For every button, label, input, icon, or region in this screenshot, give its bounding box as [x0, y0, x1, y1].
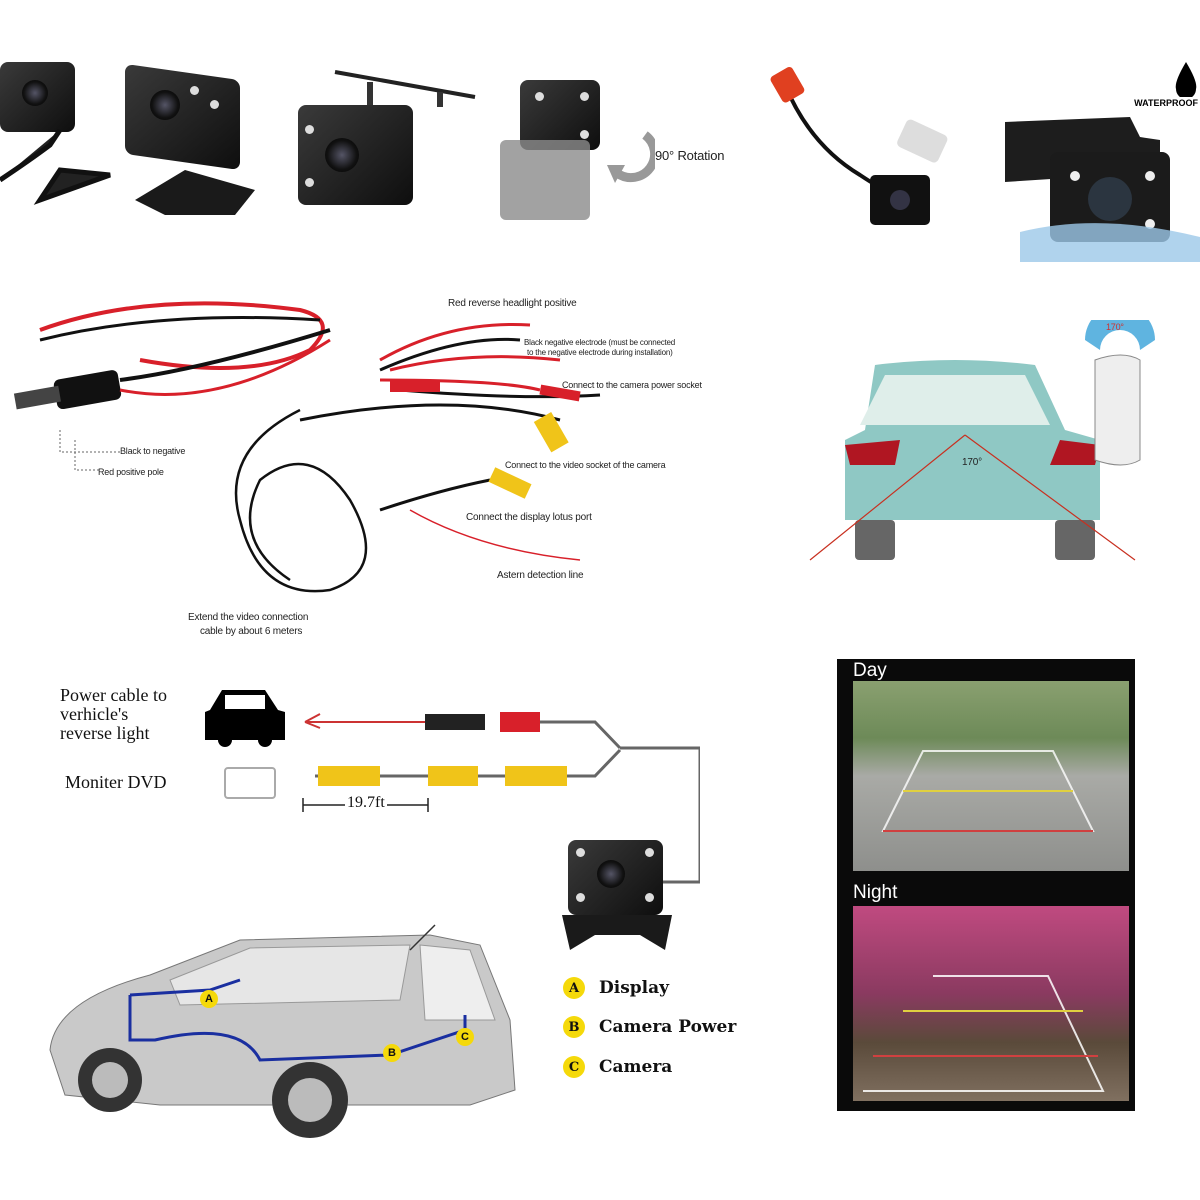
- cable-length-label: 19.7ft: [345, 794, 387, 812]
- camera-lens: [22, 80, 48, 106]
- camera-rotated-ghost: [500, 140, 590, 220]
- led: [580, 130, 589, 139]
- led: [576, 893, 585, 902]
- connection-diagram: [205, 690, 700, 884]
- led: [580, 92, 589, 101]
- label-black-negative: Black negative electrode (must be connec…: [524, 338, 676, 347]
- legend-item-camera-power: B Camera Power: [563, 1016, 736, 1038]
- label-extend-2: cable by about 6 meters: [200, 626, 303, 637]
- label-extend-1: Extend the video connection: [188, 612, 309, 623]
- wiring-harness-illustration: [13, 301, 601, 593]
- night-guide-lines: [863, 975, 1105, 1092]
- mount-bracket: [334, 70, 476, 107]
- monitor-icon: [224, 767, 276, 799]
- power-cable-line: reverse light: [60, 723, 150, 743]
- power-cable-line: Power cable to: [60, 685, 167, 705]
- label-astern: Astern detection line: [497, 570, 584, 581]
- day-view-image: [853, 681, 1129, 871]
- camera-photo-2: [125, 63, 240, 171]
- label-black-negative-2: to the negative electrode during install…: [527, 348, 673, 357]
- led: [645, 848, 654, 857]
- car-rear-view-illustration: [809, 320, 1155, 561]
- led: [645, 893, 654, 902]
- night-view-image: [853, 906, 1129, 1101]
- camera-lens: [325, 138, 359, 172]
- day-night-panel: Day Night: [837, 659, 1135, 1111]
- led: [305, 125, 314, 134]
- monitor-label: Moniter DVD: [65, 772, 167, 792]
- legend-badge: C: [563, 1056, 585, 1078]
- label-black-to-negative: Black to negative: [120, 446, 186, 456]
- mount-bracket: [562, 915, 672, 950]
- led: [305, 178, 314, 187]
- rotation-label: 90° Rotation: [655, 148, 725, 163]
- legend-badge: B: [563, 1016, 585, 1038]
- label-video-socket: Connect to the video socket of the camer…: [505, 460, 666, 470]
- label-red-positive: Red positive pole: [98, 467, 164, 477]
- legend-badge: A: [563, 977, 585, 999]
- legend-label: Camera: [599, 1057, 673, 1077]
- day-label: Day: [853, 660, 887, 681]
- legend-label: Camera Power: [599, 1017, 737, 1037]
- legend-item-camera: C Camera: [563, 1056, 672, 1078]
- angle-label-top: 170°: [1106, 322, 1124, 332]
- led: [190, 86, 199, 95]
- camera-kit-photo: [770, 66, 948, 225]
- camera-lens: [150, 90, 180, 120]
- led: [576, 848, 585, 857]
- car-marker-a: A: [200, 990, 218, 1008]
- car-marker-b: B: [383, 1044, 401, 1062]
- rotation-arrow-icon: [607, 131, 655, 183]
- legend-label: Display: [599, 978, 670, 998]
- mount-bracket: [0, 128, 111, 205]
- car-cutaway-illustration: [49, 924, 516, 1138]
- car-marker-c: C: [456, 1028, 474, 1046]
- led: [210, 100, 219, 109]
- legend-item-display: A Display: [563, 977, 669, 999]
- label-camera-power: Connect to the camera power socket: [562, 380, 702, 390]
- power-cable-line: verhicle's: [60, 704, 129, 724]
- water-drop-icon: [1175, 62, 1197, 97]
- label-red-reverse: Red reverse headlight positive: [448, 298, 577, 309]
- power-cable-label: Power cable to verhicle's reverse light: [60, 686, 167, 743]
- mount-bracket: [135, 170, 255, 215]
- camera-lens: [597, 860, 625, 888]
- night-label: Night: [853, 882, 898, 903]
- angle-label-car: 170°: [962, 457, 982, 468]
- waterproof-camera-photo: [1005, 117, 1200, 262]
- day-guide-lines: [881, 750, 1095, 832]
- led: [535, 92, 544, 101]
- waterproof-label: WATERPROOF: [1134, 98, 1198, 108]
- label-display-lotus: Connect the display lotus port: [466, 512, 592, 523]
